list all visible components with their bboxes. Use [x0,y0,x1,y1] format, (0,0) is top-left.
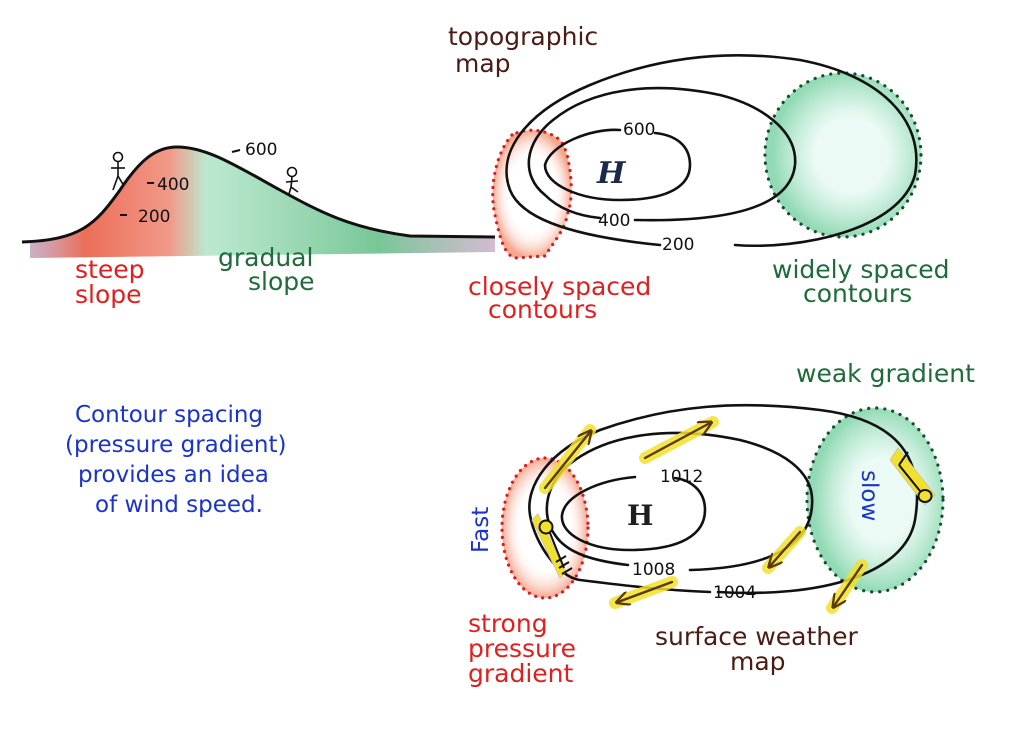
hill-outline [21,145,496,244]
contour-600 [543,128,692,202]
wind-arrow-icon [834,563,864,606]
weather-map-title-line2: map [730,647,786,676]
elevation-200: 200 [138,207,170,227]
steep-label-line2: slope [75,280,142,309]
contour-label-600: 600 [623,120,655,140]
close-label-line1: closely spaced [468,272,651,301]
high-pressure-symbol: H [627,499,653,532]
note-line2: (pressure gradient) [65,432,287,458]
hill-profile: 600 400 200 steep slope gradual slope [21,140,496,309]
station-model-slow-icon [889,447,936,506]
weak-gradient-zone-border [805,406,945,594]
elevation-600: 600 [245,140,277,160]
contour-label-200: 200 [662,235,694,255]
weak-gradient-zone [807,408,943,592]
note-line4: of wind speed. [95,492,263,518]
explanatory-note: Contour spacing (pressure gradient) prov… [65,402,287,518]
isobar-1012 [560,475,707,552]
wide-label-line1: widely spaced [772,255,950,284]
hiker-steep-icon [111,151,125,191]
isobar-label-1008: 1008 [632,560,675,580]
note-line3: provides an idea [78,462,269,488]
steep-label-line1: steep [75,255,144,284]
closely-spaced-zone [492,130,572,258]
isobar-label-1004: 1004 [713,583,756,603]
wide-label-line2: contours [803,279,912,308]
topo-title-line2: map [455,49,511,78]
gradual-label-line2: slope [248,267,315,296]
wind-arrows [539,416,868,614]
wind-arrow-icon [770,530,802,566]
strong-label-line1: strong [468,609,548,638]
elevation-400: 400 [157,175,189,195]
strong-label-line3: gradient [468,659,574,688]
note-line1: Contour spacing [75,402,263,428]
close-label-line2: contours [488,295,597,324]
contour-200 [505,54,918,247]
contour-label-400: 400 [598,211,630,231]
wind-arrow-icon [543,432,590,490]
closely-spaced-zone-border [491,128,573,260]
widely-spaced-zone-border [763,71,923,239]
hill-shading [30,146,495,258]
hiker-gradual-icon [285,166,299,195]
weather-map-title-line1: surface weather [655,622,859,651]
weak-gradient-label: weak gradient [796,359,975,388]
surface-weather-map: 1012 1008 1004 H [468,359,975,688]
fast-label: Fast [468,507,494,553]
wind-arrow-icon [618,580,674,602]
contour-400 [527,86,797,222]
wind-arrow-icon [643,423,710,460]
strong-gradient-zone-border [500,456,590,600]
isobar-1008 [545,431,814,572]
strong-label-line2: pressure [468,634,576,663]
high-center-symbol: H [596,156,627,191]
isobar-label-1012: 1012 [660,467,703,487]
widely-spaced-zone [765,73,921,237]
tick-600 [231,149,241,153]
gradual-label-line1: gradual [218,243,313,272]
slow-label: slow [856,470,882,521]
topographic-map: topographic map 600 400 200 H closely sp… [448,22,950,324]
station-model-fast-icon [531,513,573,579]
topo-title-line1: topographic [448,22,598,51]
isobar-1004 [528,403,919,595]
